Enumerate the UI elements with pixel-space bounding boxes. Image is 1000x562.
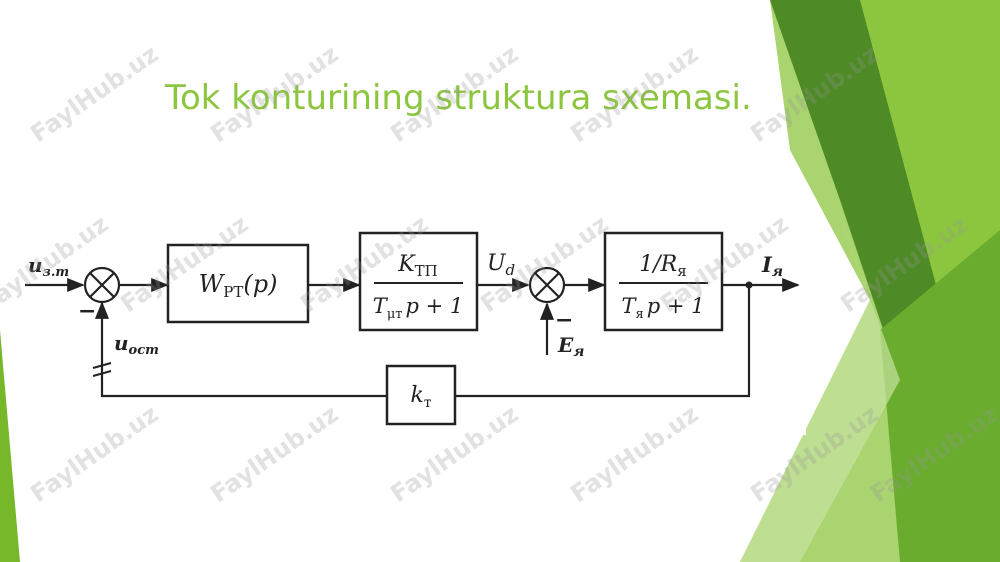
left-green-shape <box>0 330 20 562</box>
ud-label: Ud <box>487 251 515 279</box>
feedback-line-right <box>455 285 751 398</box>
summing-junction-1 <box>83 266 121 304</box>
feedback-tick-2 <box>92 370 112 377</box>
right-shade-shape <box>740 110 900 562</box>
svg-text:1/Rя: 1/Rя <box>639 252 686 280</box>
input-label: uз.т <box>28 253 69 280</box>
svg-text:WPT(p): WPT(p) <box>199 270 278 301</box>
feedback-line-left <box>94 301 387 398</box>
block-controller: WPT(p) <box>166 243 310 324</box>
block-feedback-gain: kт <box>385 364 457 426</box>
output-label: Iя <box>761 252 783 280</box>
svg-text:KTП: KTП <box>397 252 438 280</box>
sum1-minus-sign: − <box>78 298 96 324</box>
summing-junction-2 <box>528 266 566 304</box>
disturbance-label: Eя <box>557 333 584 360</box>
svg-text:kт: kт <box>410 383 431 411</box>
feedback-tick-1 <box>92 362 112 369</box>
right-bottom-green-shape <box>880 230 1000 562</box>
right-dark-green-shape <box>770 0 940 380</box>
svg-text:Tяp + 1: Tяp + 1 <box>622 294 705 322</box>
feedback-label: uост <box>114 331 159 358</box>
slide-title: Tok konturining struktura sxemasi. <box>165 78 752 118</box>
sum2-minus-sign: − <box>555 307 573 333</box>
